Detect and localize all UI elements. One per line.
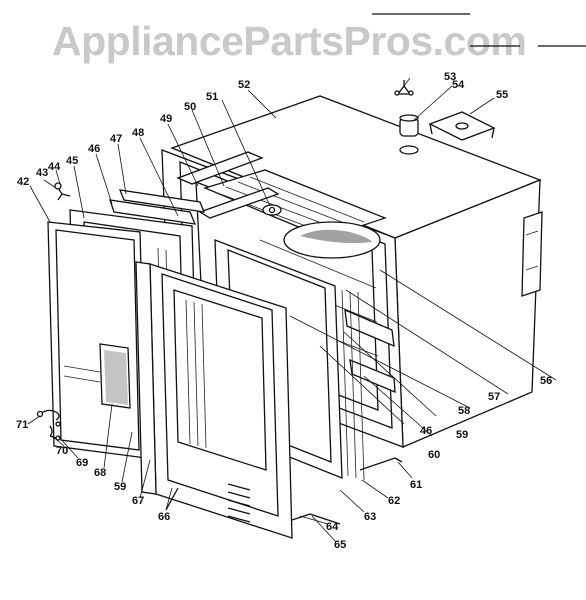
callout-61: 61 [410, 479, 422, 491]
bottom-trim [165, 457, 403, 525]
callout-63: 63 [364, 511, 376, 523]
callout-59-left: 59 [114, 481, 126, 493]
callout-55: 55 [496, 89, 508, 101]
callout-71: 71 [16, 419, 28, 431]
callout-46: 46 [88, 143, 100, 155]
callout-69: 69 [76, 457, 88, 469]
callout-62: 62 [388, 495, 400, 507]
callout-60: 60 [428, 449, 440, 461]
header-rules [372, 13, 586, 47]
callout-47: 47 [110, 133, 122, 145]
callout-48: 48 [132, 127, 144, 139]
callout-52: 52 [238, 79, 250, 91]
callout-labels: 42 43 44 45 46 47 48 49 50 51 52 53 54 5… [16, 71, 552, 551]
callout-64: 64 [326, 521, 339, 533]
callout-57: 57 [488, 391, 500, 403]
leader-lines [27, 77, 557, 543]
callout-44: 44 [48, 161, 61, 173]
watermark-logo: AppliancePartsPros.com [52, 18, 527, 64]
callout-54: 54 [452, 79, 465, 91]
callout-66: 66 [158, 511, 170, 523]
outer-door-panel [47, 221, 147, 459]
top-small-parts [394, 80, 496, 155]
callout-51: 51 [206, 91, 218, 103]
callout-59: 59 [456, 429, 468, 441]
hinge-screws [54, 182, 71, 201]
callout-45: 45 [66, 155, 78, 167]
callout-68: 68 [94, 467, 106, 479]
callout-46-right: 46 [420, 425, 432, 437]
callout-56: 56 [540, 375, 552, 387]
callout-43: 43 [36, 167, 48, 179]
front-door [135, 261, 293, 539]
vent-slots [227, 483, 251, 523]
callout-70: 70 [56, 445, 68, 457]
callout-67: 67 [132, 495, 144, 507]
callout-58: 58 [458, 405, 470, 417]
callout-42: 42 [17, 176, 29, 188]
callout-65: 65 [334, 539, 346, 551]
callout-50: 50 [184, 101, 196, 113]
callout-53: 53 [444, 71, 456, 83]
callout-49: 49 [160, 113, 172, 125]
